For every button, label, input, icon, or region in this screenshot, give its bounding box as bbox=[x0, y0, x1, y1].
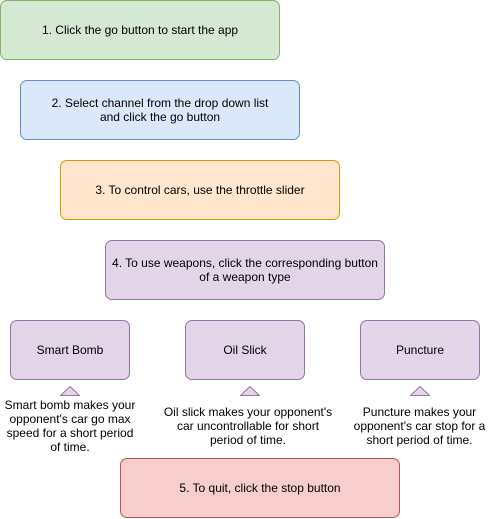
step-5-text: 5. To quit, click the stop button bbox=[179, 481, 341, 495]
step-3-text: 3. To control cars, use the throttle sli… bbox=[95, 183, 305, 197]
weapon-desc-line: of time. bbox=[50, 440, 90, 454]
weapon-desc-puncture: Puncture makes your opponent's car stop … bbox=[348, 405, 491, 447]
weapon-desc-line: Oil slick makes your opponent's bbox=[163, 405, 333, 419]
step-2-text-line-2: and click the go button bbox=[99, 110, 221, 124]
step-4-box: 4. To use weapons, click the correspondi… bbox=[105, 240, 385, 300]
step-2-text-line-1: 2. Select channel from the drop down lis… bbox=[51, 96, 269, 110]
step-1-text: 1. Click the go button to start the app bbox=[41, 23, 239, 37]
weapon-box-oil-slick: Oil Slick bbox=[185, 320, 305, 380]
weapon-desc-line: period of time. bbox=[209, 433, 287, 447]
step-4-text-line-1: 4. To use weapons, click the correspondi… bbox=[112, 256, 378, 270]
step-5-box: 5. To quit, click the stop button bbox=[120, 458, 400, 518]
step-4-text-line-2: of a weapon type bbox=[199, 270, 291, 284]
weapon-desc-oil-slick: Oil slick makes your opponent's car unco… bbox=[158, 405, 338, 447]
weapon-label-smart-bomb: Smart Bomb bbox=[36, 343, 104, 357]
weapon-label-puncture: Puncture bbox=[395, 343, 445, 357]
weapon-desc-line: short period of time. bbox=[366, 433, 473, 447]
callout-triangle-icon bbox=[240, 386, 260, 396]
callout-triangle-icon bbox=[60, 386, 80, 396]
weapon-box-puncture: Puncture bbox=[360, 320, 480, 380]
weapon-desc-line: speed for a short period bbox=[6, 426, 134, 440]
callout-triangle-icon bbox=[410, 386, 430, 396]
step-1-box: 1. Click the go button to start the app bbox=[0, 0, 280, 60]
step-2-box: 2. Select channel from the drop down lis… bbox=[20, 80, 300, 140]
weapon-desc-line: Puncture makes your bbox=[362, 405, 477, 419]
weapon-desc-line: opponent's car go max bbox=[9, 412, 131, 426]
weapon-desc-smart-bomb: Smart bomb makes your opponent's car go … bbox=[0, 398, 140, 454]
weapon-desc-line: Smart bomb makes your bbox=[4, 398, 136, 412]
weapon-desc-line: opponent's car stop for a bbox=[353, 419, 486, 433]
weapon-desc-line: car uncontrollable for short bbox=[176, 419, 320, 433]
weapon-label-oil-slick: Oil Slick bbox=[223, 343, 267, 357]
step-3-box: 3. To control cars, use the throttle sli… bbox=[60, 160, 340, 220]
weapon-box-smart-bomb: Smart Bomb bbox=[10, 320, 130, 380]
